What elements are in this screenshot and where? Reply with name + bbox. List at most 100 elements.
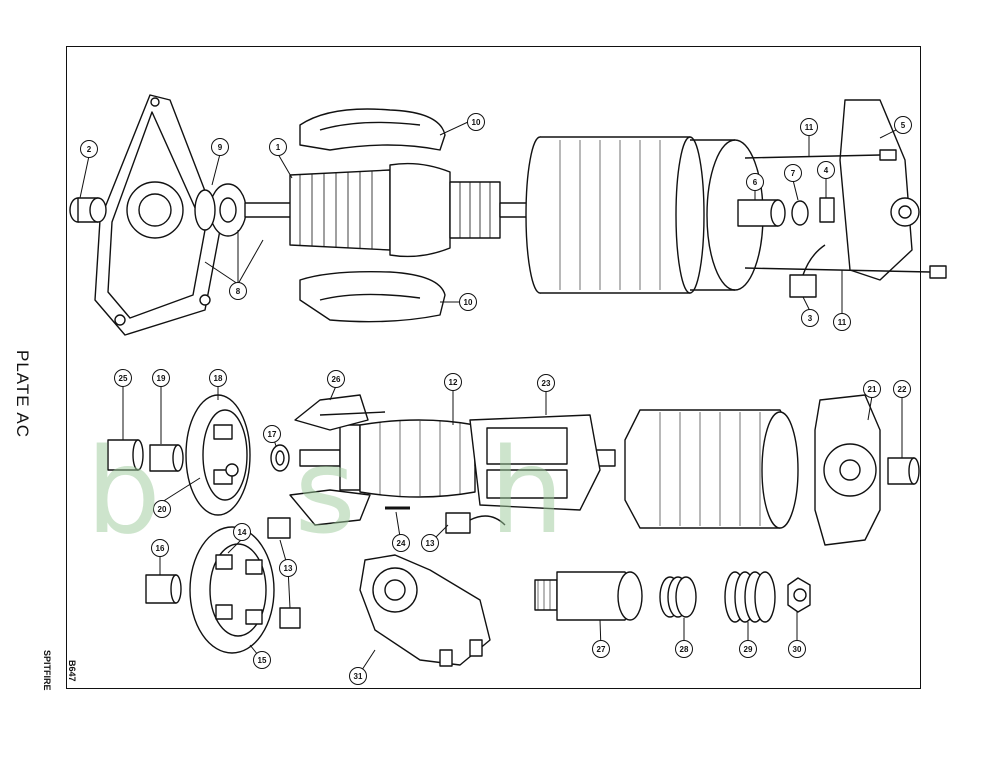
callout-circle xyxy=(746,173,764,191)
callout-label: 21 xyxy=(868,385,877,394)
through-bolt-lower xyxy=(744,265,947,279)
callout-label: 1 xyxy=(276,143,281,152)
callout-circle xyxy=(800,118,818,136)
callout-c24: 24 xyxy=(392,534,410,552)
brush-plate xyxy=(185,394,251,516)
callout-label: 30 xyxy=(793,645,802,654)
callout-c20: 20 xyxy=(153,500,171,518)
callout-c14: 14 xyxy=(233,523,251,541)
callout-c16: 16 xyxy=(151,539,169,557)
callout-c10b: 10 xyxy=(459,293,477,311)
callout-circle xyxy=(863,380,881,398)
callout-label: 2 xyxy=(87,145,92,154)
plate-frame xyxy=(66,46,921,689)
callout-label: 19 xyxy=(157,374,166,383)
callout-circle xyxy=(211,138,229,156)
brush-13-upper xyxy=(267,517,291,539)
callout-circle xyxy=(739,640,757,658)
plate-title: PLATE AC xyxy=(13,350,32,438)
solenoid xyxy=(359,554,491,667)
callout-c5: 5 xyxy=(894,116,912,134)
callout-c6: 6 xyxy=(746,173,764,191)
bush-2 xyxy=(69,197,107,223)
callout-label: 13 xyxy=(426,539,435,548)
callout-c1: 1 xyxy=(269,138,287,156)
callout-circle xyxy=(893,380,911,398)
callout-label: 15 xyxy=(258,656,267,665)
callout-circle xyxy=(784,164,802,182)
spring-28 xyxy=(659,576,697,618)
callout-c31: 31 xyxy=(349,667,367,685)
callout-label: 17 xyxy=(268,430,277,439)
terminal-screw xyxy=(819,197,835,223)
drive-end-bracket xyxy=(94,94,221,336)
callout-label: 29 xyxy=(744,645,753,654)
field-coil-lower xyxy=(299,270,446,323)
callout-circle xyxy=(592,640,610,658)
callout-c22: 22 xyxy=(893,380,911,398)
callout-c2: 2 xyxy=(80,140,98,158)
callout-label: 5 xyxy=(901,121,906,130)
callout-circle xyxy=(153,500,171,518)
callout-c9: 9 xyxy=(211,138,229,156)
spring-29 xyxy=(724,571,776,623)
callout-label: 26 xyxy=(332,375,341,384)
callout-c29: 29 xyxy=(739,640,757,658)
brush-3 xyxy=(789,244,826,298)
callout-circle xyxy=(421,534,439,552)
field-coil-upper xyxy=(299,108,446,151)
callout-c3: 3 xyxy=(801,309,819,327)
callout-c18: 18 xyxy=(209,369,227,387)
yoke xyxy=(525,136,764,294)
callout-c8: 8 xyxy=(229,282,247,300)
callout-c27: 27 xyxy=(592,640,610,658)
bush-6 xyxy=(737,199,786,227)
callout-circle xyxy=(209,369,227,387)
callout-circle xyxy=(444,373,462,391)
callout-circle xyxy=(151,539,169,557)
callout-circle xyxy=(263,425,281,443)
bush-25 xyxy=(107,439,144,471)
pole-shoe-lower xyxy=(289,489,371,526)
callout-label: 12 xyxy=(449,378,458,387)
callout-label: 28 xyxy=(680,645,689,654)
pole-shoe-upper xyxy=(294,394,386,431)
callout-circle xyxy=(229,282,247,300)
callout-label: 3 xyxy=(808,314,813,323)
callout-label: 18 xyxy=(214,374,223,383)
callout-label: 10 xyxy=(464,298,473,307)
callout-c21: 21 xyxy=(863,380,881,398)
callout-c28: 28 xyxy=(675,640,693,658)
callout-label: 11 xyxy=(805,123,814,132)
callout-circle xyxy=(537,374,555,392)
callout-circle xyxy=(894,116,912,134)
bearing-flange xyxy=(194,183,247,237)
nut-30 xyxy=(787,577,811,613)
callout-circle xyxy=(392,534,410,552)
commutator-end-bracket xyxy=(839,99,920,281)
watermark: b s h xyxy=(86,422,613,560)
callout-circle xyxy=(233,523,251,541)
bush-22 xyxy=(887,457,920,485)
callout-label: 9 xyxy=(218,143,223,152)
callout-label: 6 xyxy=(753,178,758,187)
callout-c11b: 11 xyxy=(833,313,851,331)
callout-c12: 12 xyxy=(444,373,462,391)
armature xyxy=(244,162,531,258)
callout-c25: 25 xyxy=(114,369,132,387)
plate-model: SPITFIRE xyxy=(42,650,52,691)
bush-19 xyxy=(149,444,184,472)
callout-circle xyxy=(327,370,345,388)
brush-holder-plate xyxy=(189,526,275,654)
callout-circle xyxy=(675,640,693,658)
pinion-assembly xyxy=(534,571,643,621)
callout-c4: 4 xyxy=(817,161,835,179)
brush-13-lower xyxy=(279,607,301,629)
callout-label: 13 xyxy=(284,564,293,573)
callout-circle xyxy=(80,140,98,158)
callout-label: 8 xyxy=(236,287,241,296)
plate-code: B647 xyxy=(67,660,77,682)
callout-circle xyxy=(279,559,297,577)
callout-circle xyxy=(467,113,485,131)
